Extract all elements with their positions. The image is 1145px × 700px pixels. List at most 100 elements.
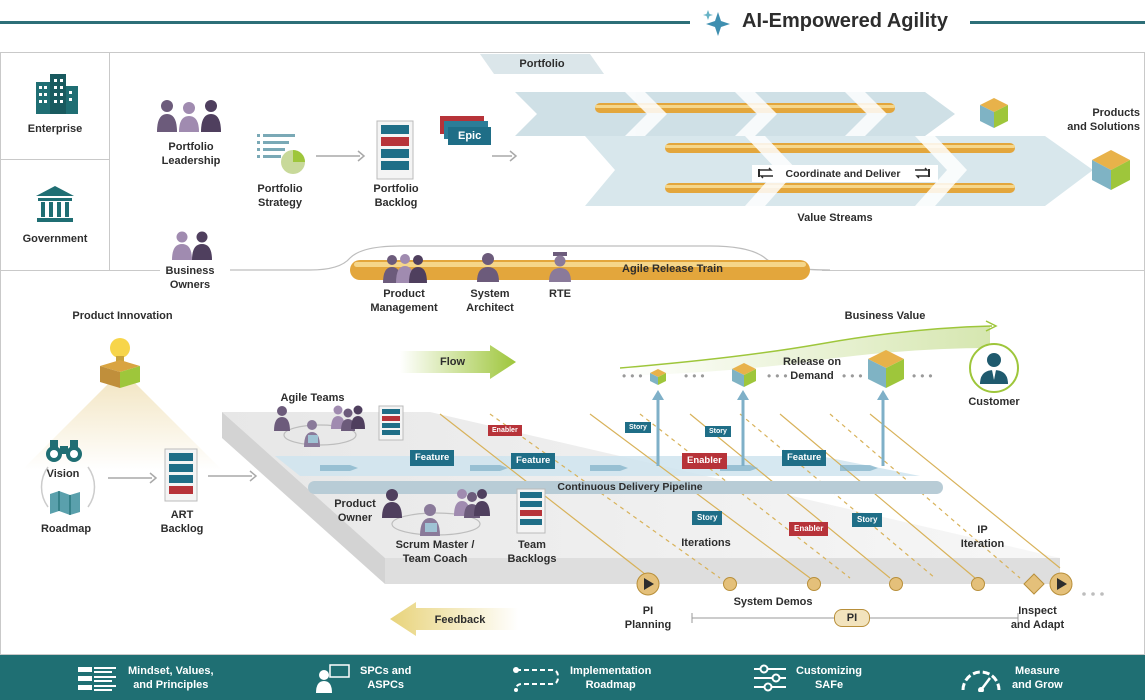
business-value-label: Business Value	[844, 310, 926, 322]
art-backlog-icon	[164, 448, 198, 502]
release-dots-4: •••	[842, 369, 867, 383]
story-tag-2: Story	[705, 426, 731, 437]
page-title: AI-Empowered Agility	[742, 10, 948, 32]
footer-item-customizing[interactable]: Customizing SAFe	[754, 655, 862, 700]
release-dots-3: •••	[767, 369, 792, 383]
sliders-icon	[754, 664, 786, 691]
feature-tag-1: Feature	[410, 450, 455, 466]
team-backlogs-label: Team Backlogs	[507, 539, 557, 565]
value-streams-label: Value Streams	[797, 212, 873, 224]
footer-spcs-label: SPCs and ASPCs	[360, 664, 412, 691]
roadmap-label: Roadmap	[40, 523, 92, 535]
arrow-epic-to-streams	[492, 150, 518, 162]
arrow-roadmap-to-backlog	[108, 472, 158, 484]
footer-item-mindset[interactable]: Mindset, Values, and Principles	[78, 655, 214, 700]
business-value-arrow	[620, 320, 998, 376]
timeline	[636, 572, 1104, 596]
left-column-bottom	[0, 270, 160, 271]
pipeline-bar	[308, 481, 943, 494]
footer-roadmap-label: Implementation Roadmap	[570, 664, 652, 691]
portfolio-label: Portfolio	[519, 58, 565, 70]
feedback-arrow	[390, 602, 518, 636]
business-owners-icon	[172, 231, 212, 260]
frame-left	[0, 52, 1, 655]
release-dots-2: •••	[684, 369, 709, 383]
footer-item-measure[interactable]: Measure and Grow	[960, 655, 1063, 700]
coordinate-right-icon	[915, 167, 930, 179]
roadmap-icon	[513, 666, 560, 692]
footer-customizing-label: Customizing SAFe	[796, 664, 862, 691]
story-tag-4: Story	[852, 513, 883, 527]
art-train-label: Agile Release Train	[622, 263, 723, 275]
pi-planning-label: PI Planning	[624, 605, 672, 631]
list-icon	[78, 666, 116, 691]
coordinate-left-icon	[758, 167, 773, 179]
flow-arrow	[400, 345, 516, 379]
header-line-left	[0, 21, 690, 24]
team-backlogs-icon	[516, 488, 546, 534]
sparkle-icon	[703, 10, 730, 36]
business-owners-label: Business Owners	[165, 265, 215, 291]
agile-team-icon	[274, 405, 365, 447]
enabler-tag-small: Enabler	[488, 425, 522, 436]
rte-label: RTE	[549, 288, 571, 300]
arrow-backlog-to-teams	[208, 470, 258, 482]
vision-label: Vision	[46, 468, 80, 480]
footer-measure-label: Measure and Grow	[1012, 664, 1063, 691]
product-cube-large	[1092, 150, 1130, 190]
product-management-label: Product Management	[370, 288, 438, 314]
coordinate-box	[752, 165, 938, 182]
government-label: Government	[22, 233, 88, 245]
release-arrows	[652, 390, 889, 466]
product-cube-small	[980, 98, 1008, 128]
map-icon	[50, 491, 80, 515]
story-tag-3: Story	[692, 511, 723, 525]
frame-bottom	[0, 654, 1145, 655]
presenter-icon	[316, 663, 350, 693]
left-column-divider	[109, 52, 110, 270]
agile-team-backlog-icon	[378, 405, 404, 441]
strategy-chart-icon	[257, 134, 305, 174]
inspect-adapt-label: Inspect and Adapt	[1010, 605, 1065, 631]
customer-label: Customer	[968, 396, 1020, 408]
system-architect-label: System Architect	[466, 288, 514, 314]
footer-bar	[0, 655, 1145, 700]
release-cube-3	[868, 350, 904, 388]
system-architect-icon	[477, 253, 499, 282]
coordinate-label: Coordinate and Deliver	[785, 168, 901, 180]
gauge-icon	[961, 670, 1001, 692]
enterprise-label: Enterprise	[27, 123, 83, 135]
art-backlog-label: ART Backlog	[160, 509, 204, 535]
product-owner-label: Product Owner	[334, 498, 376, 524]
scrum-team-icon	[382, 489, 490, 536]
portfolio-leadership-icon	[157, 100, 221, 132]
vision-roadmap-ring	[40, 466, 96, 508]
left-column-sep	[0, 159, 109, 160]
system-demos-label: System Demos	[733, 596, 813, 608]
epic-tag: Epic	[448, 127, 492, 145]
agile-teams-label: Agile Teams	[280, 392, 345, 404]
pi-label: PI	[846, 612, 858, 624]
scrum-master-label: Scrum Master / Team Coach	[395, 539, 475, 565]
portfolio-strategy-label: Portfolio Strategy	[257, 183, 303, 209]
release-cube-1	[650, 369, 666, 385]
footer-mindset-label: Mindset, Values, and Principles	[128, 664, 214, 691]
story-tag-1: Story	[625, 422, 651, 433]
building-icon	[36, 74, 78, 114]
release-dots-5: •••	[912, 369, 937, 383]
products-label: Products and Solutions	[1067, 107, 1140, 133]
lightbulb-box-icon	[100, 338, 140, 388]
iterations-label: Iterations	[681, 537, 731, 549]
section-line-right	[822, 270, 1145, 271]
release-dots-1: •••	[622, 369, 647, 383]
product-innovation-label: Product Innovation	[72, 310, 173, 322]
portfolio-leadership-label: Portfolio Leadership	[161, 141, 221, 167]
pi-pill	[834, 609, 870, 627]
feedback-label: Feedback	[434, 614, 486, 626]
arrow-strategy-to-backlog	[316, 150, 366, 162]
product-management-icon	[383, 254, 427, 283]
platform-flow-arrows	[320, 465, 878, 471]
rte-icon	[549, 252, 571, 282]
footer-item-spcs[interactable]: SPCs and ASPCs	[316, 655, 411, 700]
footer-item-roadmap[interactable]: Implementation Roadmap	[512, 655, 651, 700]
